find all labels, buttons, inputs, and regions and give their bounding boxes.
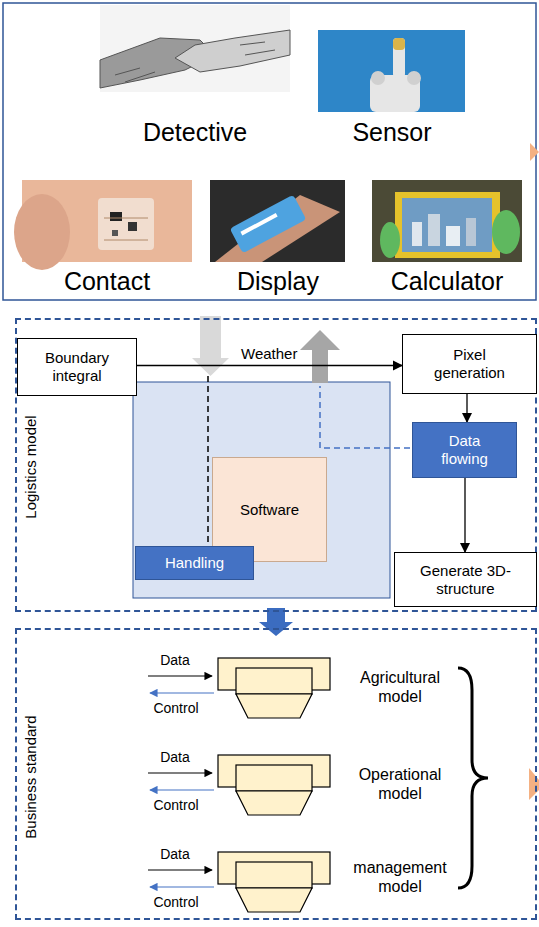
- model-label: Agricultural model: [343, 668, 458, 706]
- box-text: Software: [240, 501, 299, 519]
- output-arrow: [300, 330, 340, 383]
- block-arrow: [259, 608, 293, 636]
- process-box: Generate 3D-structure: [394, 552, 537, 607]
- image-caption: Contact: [64, 266, 150, 296]
- feedback-line: [320, 386, 410, 448]
- dashed-line: [207, 376, 209, 543]
- process-box: Pixel generation: [402, 334, 537, 394]
- box-text: Data flowing: [425, 432, 505, 468]
- curly-bracket: [458, 668, 488, 888]
- image-caption: Calculator: [391, 266, 504, 296]
- box-text: Pixel generation: [425, 346, 515, 382]
- box-text: Handling: [165, 554, 224, 572]
- image-caption: Detective: [143, 117, 247, 147]
- connector: [137, 365, 402, 366]
- panel-title: Business standard: [22, 715, 39, 838]
- orange-arrow: [530, 143, 539, 161]
- sensor-picture: [318, 30, 465, 112]
- signal-label: Control: [153, 894, 198, 911]
- process-box: Data flowing: [412, 422, 517, 478]
- connector: [466, 394, 467, 422]
- wrist-display-picture: [210, 180, 345, 262]
- panel: Business standard: [15, 628, 537, 920]
- connector: [464, 478, 465, 552]
- signal-label: Data: [160, 652, 190, 669]
- signal-label: Control: [153, 797, 198, 814]
- orange-arrow: [529, 768, 539, 800]
- skin-patch-picture: [14, 180, 192, 270]
- box-text: Boundary integral: [27, 349, 127, 385]
- panel-title: Logistics model: [22, 415, 39, 518]
- image-caption: Sensor: [352, 117, 431, 147]
- tablet-picture: [372, 180, 522, 262]
- handshake-picture: [100, 5, 290, 92]
- input-arrow: [192, 316, 229, 376]
- model-label: management model: [343, 858, 458, 896]
- image-caption: Display: [237, 266, 319, 296]
- handling-box: Handling: [135, 546, 254, 580]
- inner-region: [133, 382, 390, 598]
- model-label: Operational model: [343, 765, 458, 803]
- box-text: Generate 3D-structure: [406, 562, 526, 598]
- top-panel: [3, 3, 536, 300]
- signal-label: Data: [160, 846, 190, 863]
- edge-label: Weather: [239, 345, 299, 363]
- signal-label: Control: [153, 700, 198, 717]
- signal-label: Data: [160, 749, 190, 766]
- process-box: Boundary integral: [17, 338, 137, 396]
